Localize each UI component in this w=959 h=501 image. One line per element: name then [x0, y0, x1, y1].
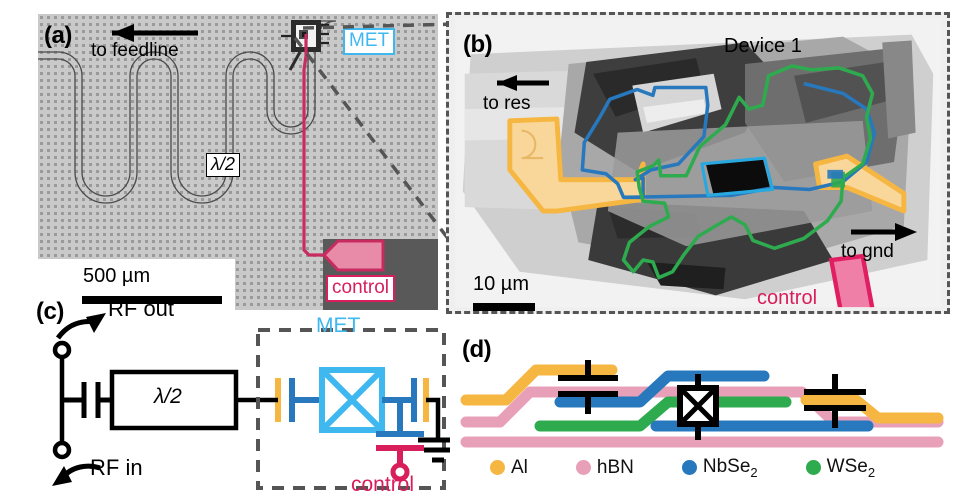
al-color-dot-icon	[490, 460, 505, 476]
panel-c-circuit-diagram: (c)	[10, 296, 450, 498]
zoom-connector-lines	[293, 22, 458, 247]
panel-a-scalebar-label: 500 µm	[83, 265, 151, 287]
legend-label-hbn: hBN	[596, 456, 634, 478]
legend-label-al: Al	[511, 456, 528, 478]
coupling-capacitor-icon	[62, 382, 112, 418]
al-left-layer	[460, 364, 618, 406]
rf-out-label: RF out	[108, 296, 175, 321]
panel-b-device-micrograph: (b) Device 1 to res to gnd control 10 µm	[446, 12, 950, 314]
panel-a-chip-image	[38, 14, 438, 310]
rf-in-label: RF in	[90, 455, 143, 480]
met-junction-icon	[319, 367, 385, 433]
legend-item-hbn: hBN	[575, 456, 634, 479]
met-dashed-box	[256, 328, 446, 490]
panel-d-stack-diagram: (d)	[452, 330, 952, 500]
ground-icon	[418, 437, 450, 463]
rf-out-arrow-icon	[55, 313, 106, 340]
nbse2-upper-layer	[554, 370, 770, 408]
panel-b-title: Device 1	[724, 35, 802, 57]
right-capacitor-icon	[804, 374, 866, 428]
control-terminal-icon	[390, 462, 410, 482]
panel-c-resonator-label: λ/2	[154, 385, 182, 408]
josephson-junction-icon	[677, 374, 719, 440]
al-right-layer	[800, 394, 944, 424]
wse2-color-dot-icon	[805, 460, 821, 476]
legend-item-wse2: WSe2	[805, 456, 876, 480]
panel-a-control-label: control	[326, 275, 396, 302]
to-gnd-label: to gnd	[841, 241, 894, 262]
panel-b-scalebar-label: 10 µm	[473, 273, 529, 295]
to-gnd-arrow-icon	[851, 223, 917, 241]
panel-a-met-label: MET	[343, 28, 396, 55]
panel-d-schematic	[460, 360, 944, 448]
legend-label-nbse2: NbSe2	[702, 456, 758, 480]
panel-a-scalebar	[82, 296, 222, 304]
panel-b-scalebar	[473, 303, 535, 311]
to-feedline-arrow-icon	[112, 24, 198, 42]
panel-c-met-label: MET	[316, 314, 361, 337]
panel-d-label: (d)	[462, 336, 492, 363]
legend-item-nbse2: NbSe2	[681, 456, 758, 480]
to-feedline-label: to feedline	[91, 40, 179, 61]
panel-d-legend: Al hBN NbSe2 WSe2	[490, 456, 940, 480]
panel-c-schematic	[52, 313, 450, 490]
rf-in-arrow-icon	[52, 463, 101, 486]
legend-label-wse2: WSe2	[826, 456, 876, 480]
hbn-color-dot-icon	[575, 460, 591, 476]
legend-item-al: Al	[490, 457, 528, 479]
panel-c-control-label: control	[351, 473, 415, 496]
to-res-label: to res	[483, 93, 531, 114]
wse2-layer	[534, 396, 792, 432]
panel-b-control-label: control	[757, 287, 818, 309]
panel-a-label: (a)	[44, 22, 72, 49]
panel-a-resonator-label: λ/2	[206, 153, 240, 177]
panel-c-label: (c)	[36, 298, 64, 325]
nbse2-color-dot-icon	[681, 460, 697, 476]
left-capacitor-icon	[558, 360, 618, 414]
panel-b-label: (b)	[463, 31, 493, 58]
panel-a-optical-micrograph: (a) to feedline λ/2 MET control 500 µm	[38, 14, 438, 310]
panel-b-image	[454, 18, 942, 308]
to-res-arrow-icon	[497, 75, 549, 91]
